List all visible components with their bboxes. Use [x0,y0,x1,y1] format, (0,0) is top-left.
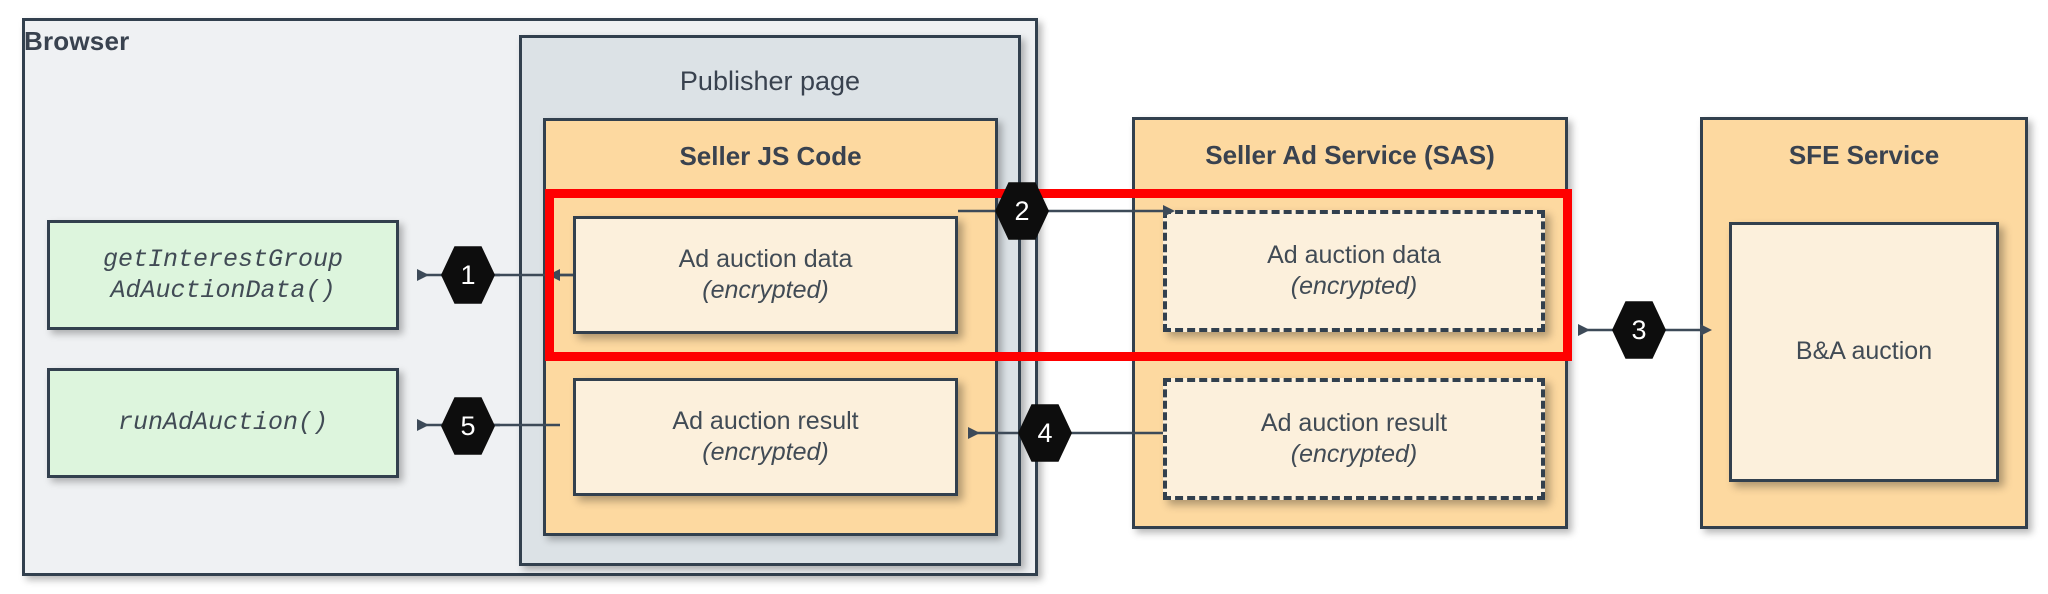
seller-js-ad-auction-data-sub: (encrypted) [702,276,829,304]
seller-js-ad-auction-result-title: Ad auction result [672,406,859,435]
sas-ad-auction-data-sub: (encrypted) [1290,272,1418,300]
sfe-ba-auction-title: B&A auction [1795,337,1933,366]
sas-ad-auction-data-title: Ad auction data [1267,240,1441,269]
seller-js-ad-auction-data-title: Ad auction data [678,244,853,273]
sas-ad-auction-result-box[interactable]: Ad auction result (encrypted) [1163,378,1545,500]
browser-label: Browser [24,26,130,56]
sas-ad-auction-result-title: Ad auction result [1260,408,1448,437]
sas-ad-auction-data-box[interactable]: Ad auction data (encrypted) [1163,210,1545,332]
seller-js-ad-auction-data-box[interactable]: Ad auction data (encrypted) [573,216,958,334]
sfe-ba-auction-box[interactable]: B&A auction [1729,222,1999,482]
seller-js-ad-auction-result-sub: (encrypted) [702,438,829,466]
api-run-ad-auction[interactable]: runAdAuction() [47,368,399,478]
seller-js-ad-auction-result-box[interactable]: Ad auction result (encrypted) [573,378,958,496]
publisher-page-label: Publisher page [679,66,861,96]
seller-ad-service-label: Seller Ad Service (SAS) [1205,140,1495,170]
seller-js-code-label: Seller JS Code [679,141,862,171]
sfe-service-label: SFE Service [1788,140,1940,170]
sas-ad-auction-result-sub: (encrypted) [1290,440,1418,468]
api-get-interest-group-ad-auction-data[interactable]: getInterestGroup AdAuctionData() [47,220,399,330]
